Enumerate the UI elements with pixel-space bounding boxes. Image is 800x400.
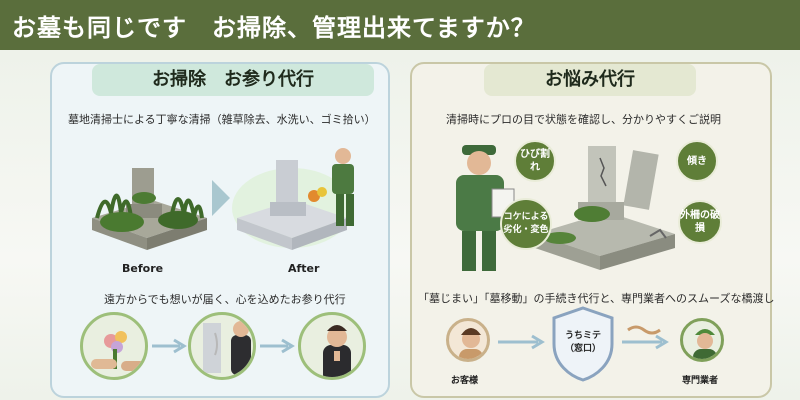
cleaning-subtitle: 墓地清掃士による丁寧な清掃（雑草除去、水洗い、ゴミ拾い） xyxy=(68,113,376,126)
flow-arrow-icon xyxy=(622,334,669,350)
cleaning-panel-title: お掃除 お参り代行 xyxy=(92,64,374,96)
before-label: Before xyxy=(122,262,164,275)
moss-bubble: コケによる劣化・変色 xyxy=(500,198,552,250)
tilt-bubble: 傾き xyxy=(676,140,718,182)
after-grave-illustration xyxy=(232,148,354,250)
after-label: After xyxy=(288,262,320,275)
banner-title: お墓も同じです お掃除、管理出来てますか？ xyxy=(12,14,536,42)
flow-arrow-icon xyxy=(152,338,187,354)
handshake-icon xyxy=(627,325,661,335)
flowers-handover-photo xyxy=(80,312,148,380)
specialist-avatar xyxy=(680,318,724,362)
crack-bubble: ひび割れ xyxy=(514,140,556,182)
customer-avatar xyxy=(446,318,490,362)
visit-caption: 遠方からでも想いが届く、心を込めたお参り代行 xyxy=(104,293,346,306)
concern-subtitle: 清掃時にプロの目で状態を確認し、分かりやすくご説明 xyxy=(446,113,721,126)
before-after-arrow xyxy=(212,180,230,216)
concern-panel-title: お悩み代行 xyxy=(484,64,696,96)
customer-label: お客様 xyxy=(451,376,479,386)
damaged-grave-illustration xyxy=(535,146,675,270)
fence-damage-bubble: 外柵の破損 xyxy=(678,200,722,244)
praying-person-photo xyxy=(298,312,366,380)
flow-arrow-icon xyxy=(260,338,295,354)
header-banner: お墓も同じです お掃除、管理出来てますか？ xyxy=(0,0,800,50)
contact-window-label: うちミテ （窓口） xyxy=(564,331,601,354)
incense-offering-photo xyxy=(188,312,256,380)
before-grave-illustration xyxy=(92,168,207,250)
specialist-label: 専門業者 xyxy=(682,376,719,386)
shield-icon xyxy=(552,306,614,382)
process-caption: 「墓じまい」「墓移動」の手続き代行と、専門業者へのスムーズな橋渡し xyxy=(418,292,775,305)
flow-arrow-icon xyxy=(498,334,545,350)
